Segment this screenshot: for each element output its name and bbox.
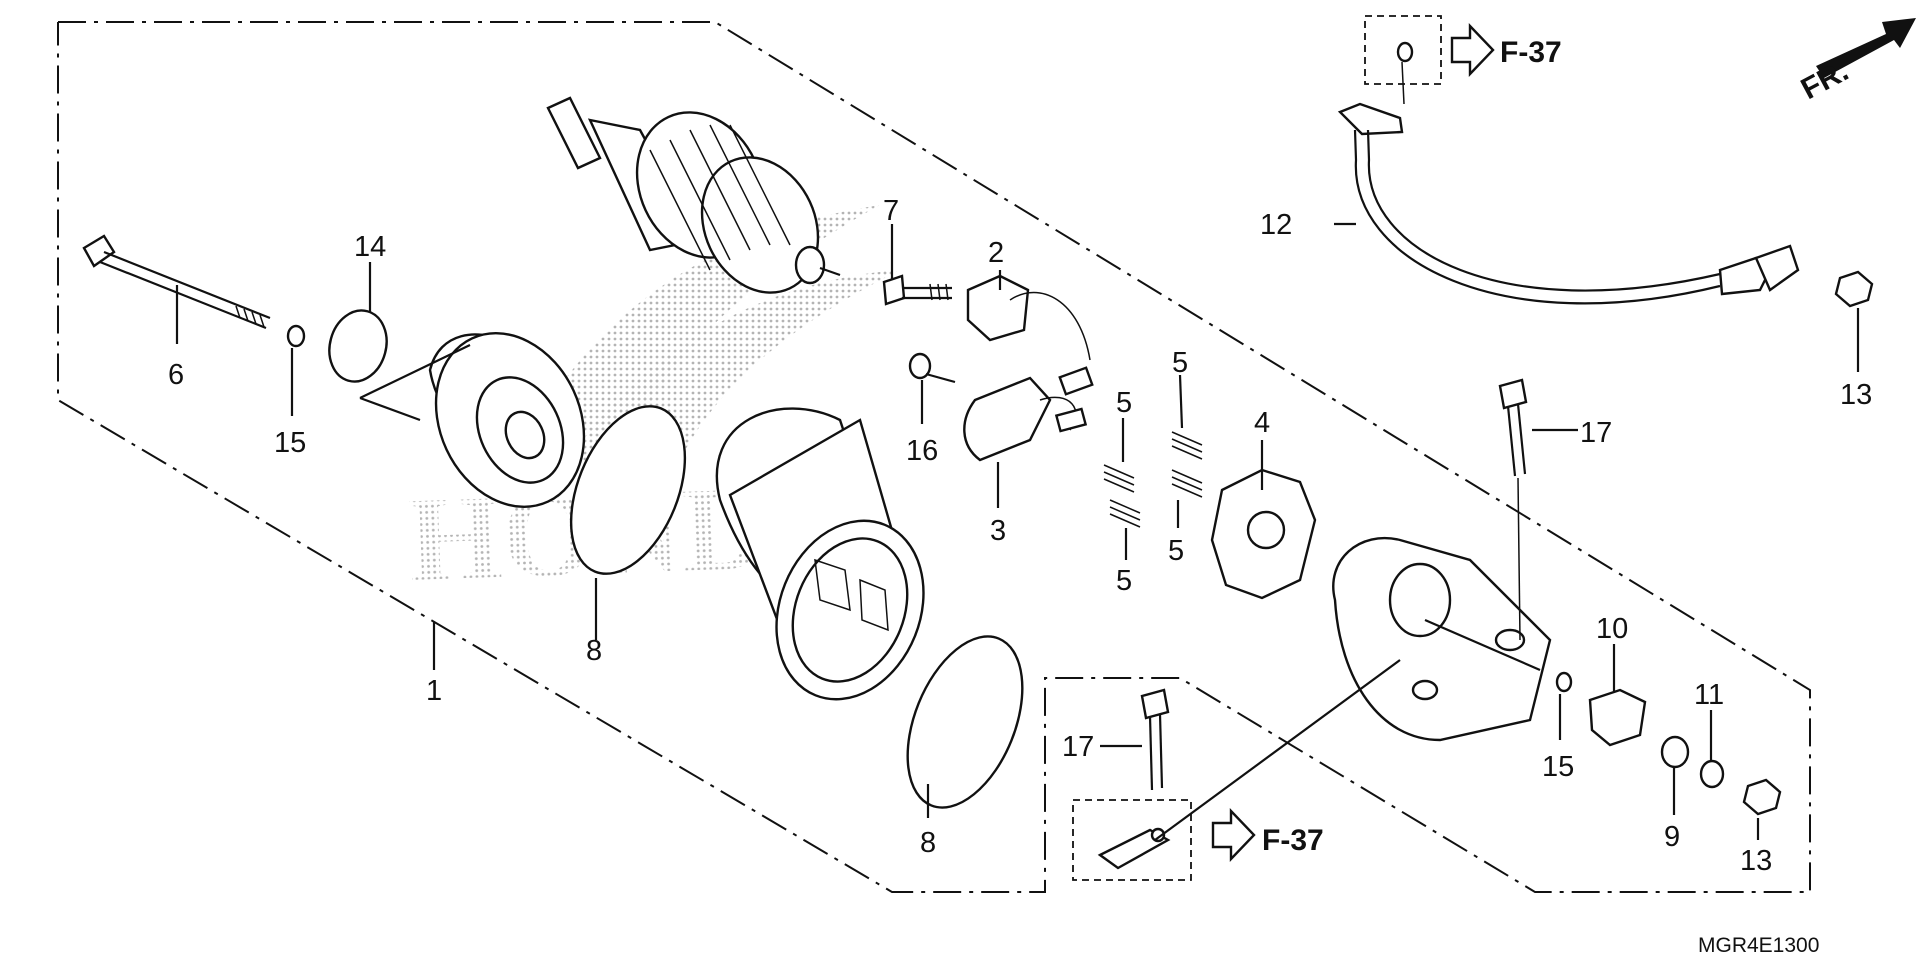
front-direction-arrow bbox=[1816, 18, 1916, 78]
callout-5-a: 5 bbox=[1116, 387, 1132, 419]
callout-12: 12 bbox=[1260, 209, 1292, 241]
callout-5-c: 5 bbox=[1116, 565, 1132, 597]
callout-17-b: 17 bbox=[1062, 731, 1094, 763]
washer-right bbox=[1555, 671, 1573, 693]
screw-16 bbox=[908, 352, 956, 384]
washer-9 bbox=[1660, 735, 1690, 769]
reference-label-top: F-37 bbox=[1500, 36, 1562, 69]
bolt-17-lower bbox=[1140, 688, 1170, 791]
ref-arrow-bottom bbox=[1211, 808, 1256, 862]
callout-3: 3 bbox=[990, 515, 1006, 547]
ref-arrow-top bbox=[1450, 23, 1495, 77]
o-ring-large-2 bbox=[906, 635, 1024, 809]
washer-left bbox=[286, 324, 306, 348]
callout-13-a: 13 bbox=[1840, 379, 1872, 411]
yoke bbox=[715, 407, 925, 701]
leader-lines bbox=[175, 222, 1860, 840]
assembly-boundary bbox=[57, 21, 1811, 893]
callout-15-a: 15 bbox=[274, 427, 306, 459]
armature bbox=[546, 96, 841, 294]
bolt-17-upper bbox=[1498, 378, 1528, 641]
insulator-10 bbox=[1588, 688, 1647, 747]
callout-8-a: 8 bbox=[586, 635, 602, 667]
callout-13-b: 13 bbox=[1740, 845, 1772, 877]
reference-label-bottom: F-37 bbox=[1262, 824, 1324, 857]
diagram-code: MGR4E1300 bbox=[1698, 934, 1819, 957]
callout-15-b: 15 bbox=[1542, 751, 1574, 783]
brush-block-hole bbox=[1246, 510, 1286, 550]
callout-5-b: 5 bbox=[1172, 347, 1188, 379]
callout-8-b: 8 bbox=[920, 827, 936, 859]
nut-upper bbox=[1834, 270, 1874, 308]
terminal-lower bbox=[1097, 659, 1401, 870]
washer-11 bbox=[1699, 759, 1725, 789]
through-bolt bbox=[82, 234, 271, 330]
callout-2: 2 bbox=[988, 237, 1004, 269]
o-ring-large-1 bbox=[569, 405, 687, 575]
callout-9: 9 bbox=[1664, 821, 1680, 853]
brush-plate bbox=[963, 376, 1088, 462]
brush-holder bbox=[966, 274, 1094, 396]
callout-4: 4 bbox=[1254, 407, 1270, 439]
ref-box-bottom bbox=[1072, 799, 1192, 881]
callout-16: 16 bbox=[906, 435, 938, 467]
callout-6: 6 bbox=[168, 359, 184, 391]
callout-7: 7 bbox=[883, 195, 899, 227]
callout-5-d: 5 bbox=[1168, 535, 1184, 567]
callout-11: 11 bbox=[1694, 679, 1724, 711]
springs bbox=[1103, 431, 1203, 528]
cable bbox=[1337, 41, 1800, 305]
rear-cover bbox=[1332, 536, 1552, 742]
front-cover bbox=[359, 332, 586, 508]
o-ring-small bbox=[328, 309, 388, 383]
bolt-7 bbox=[882, 274, 952, 306]
callout-17-a: 17 bbox=[1580, 417, 1612, 449]
callout-10: 10 bbox=[1596, 613, 1628, 645]
nut-lower bbox=[1742, 778, 1782, 816]
callout-14: 14 bbox=[354, 231, 386, 263]
callout-1: 1 bbox=[426, 675, 442, 707]
callouts: 1 2 3 4 5 5 5 5 6 7 8 8 9 10 11 12 13 13… bbox=[168, 195, 1872, 877]
